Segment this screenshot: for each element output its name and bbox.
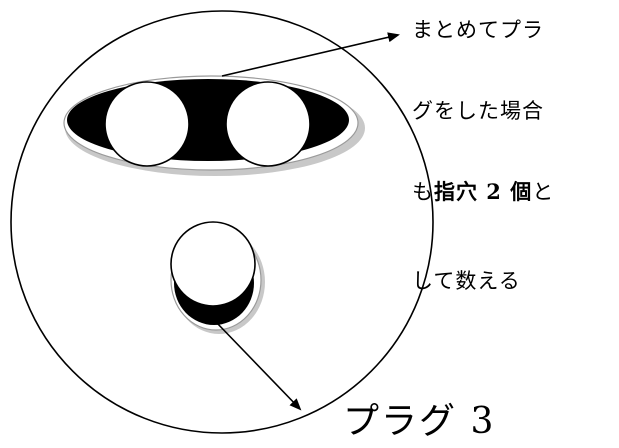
annotation-line-3-suffix: と [532,180,555,204]
annotation-line-3: も指穴 2 個と [412,176,554,206]
annotation-line-4: して数える [412,269,521,293]
plug-3-label: プラグ 3 [343,401,496,442]
finger-hole-left [104,81,190,167]
finger-hole-single [170,221,256,307]
annotation-line-3-prefix: も [412,180,434,204]
annotation-line-1: まとめてプラ [412,18,544,42]
plug-label-arrow [215,321,302,411]
annotation-line-2: グをした場合 [412,99,544,123]
annotation-arrow [221,32,400,77]
finger-hole-right [225,81,311,167]
annotation-finger-hole-count: 指穴 2 個 [434,179,533,204]
outer-circle [10,10,434,434]
